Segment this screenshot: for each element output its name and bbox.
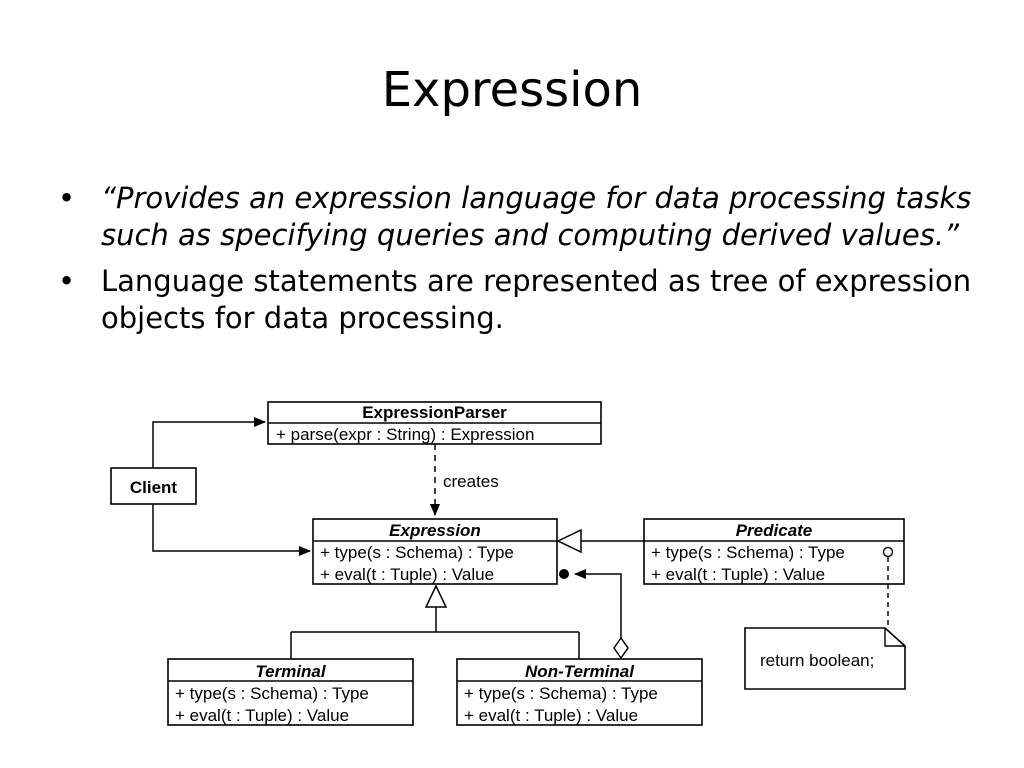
uml-class-diagram: Client ExpressionParser + parse(expr : S… bbox=[110, 401, 906, 726]
class-member: + eval(t : Tuple) : Value bbox=[175, 706, 349, 725]
class-name: Expression bbox=[389, 521, 481, 540]
class-terminal: Terminal + type(s : Schema) : Type + eva… bbox=[167, 658, 414, 726]
class-name: ExpressionParser bbox=[362, 403, 507, 422]
client-to-parser-arrow bbox=[152, 417, 266, 468]
client-to-expression-arrow bbox=[152, 504, 311, 556]
generalization-triangle-icon bbox=[556, 528, 582, 554]
creates-label: creates bbox=[443, 472, 499, 491]
class-member: + type(s : Schema) : Type bbox=[320, 543, 514, 562]
slide-title: Expression bbox=[381, 62, 643, 118]
note-box: return boolean; bbox=[744, 627, 906, 690]
generalization-triangle-icon bbox=[424, 584, 448, 608]
bullet-dot-icon: • bbox=[58, 264, 76, 298]
aggregation-diamond-icon bbox=[613, 636, 629, 660]
class-member: + eval(t : Tuple) : Value bbox=[464, 706, 638, 725]
client-box: Client bbox=[110, 467, 197, 505]
navigability-dot-icon bbox=[559, 569, 569, 579]
class-member: + eval(t : Tuple) : Value bbox=[651, 565, 825, 584]
note-text: return boolean; bbox=[760, 651, 874, 670]
class-member: + eval(t : Tuple) : Value bbox=[320, 565, 494, 584]
class-expression-parser: ExpressionParser + parse(expr : String) … bbox=[267, 401, 602, 445]
class-member: + type(s : Schema) : Type bbox=[651, 543, 845, 562]
class-member: + parse(expr : String) : Expression bbox=[276, 425, 534, 444]
bullet-item: • “Provides an expression language for d… bbox=[58, 180, 988, 254]
class-member: + type(s : Schema) : Type bbox=[464, 684, 658, 703]
class-expression: Expression + type(s : Schema) : Type + e… bbox=[312, 518, 558, 585]
class-name: Non-Terminal bbox=[525, 662, 635, 681]
bullet-text-quote: “Provides an expression language for dat… bbox=[101, 181, 972, 252]
client-label: Client bbox=[130, 478, 178, 497]
aggregation-line bbox=[574, 569, 622, 638]
class-non-terminal: Non-Terminal + type(s : Schema) : Type +… bbox=[456, 658, 703, 726]
bullet-item: • Language statements are represented as… bbox=[58, 263, 988, 337]
bullet-list: • “Provides an expression language for d… bbox=[58, 180, 988, 346]
bullet-dot-icon: • bbox=[58, 181, 76, 215]
class-name: Predicate bbox=[736, 521, 813, 540]
class-name: Terminal bbox=[255, 662, 327, 681]
class-member: + type(s : Schema) : Type bbox=[175, 684, 369, 703]
bullet-text: Language statements are represented as t… bbox=[101, 264, 972, 335]
note-anchor-icon bbox=[882, 546, 894, 558]
class-predicate: Predicate + type(s : Schema) : Type + ev… bbox=[643, 518, 905, 585]
